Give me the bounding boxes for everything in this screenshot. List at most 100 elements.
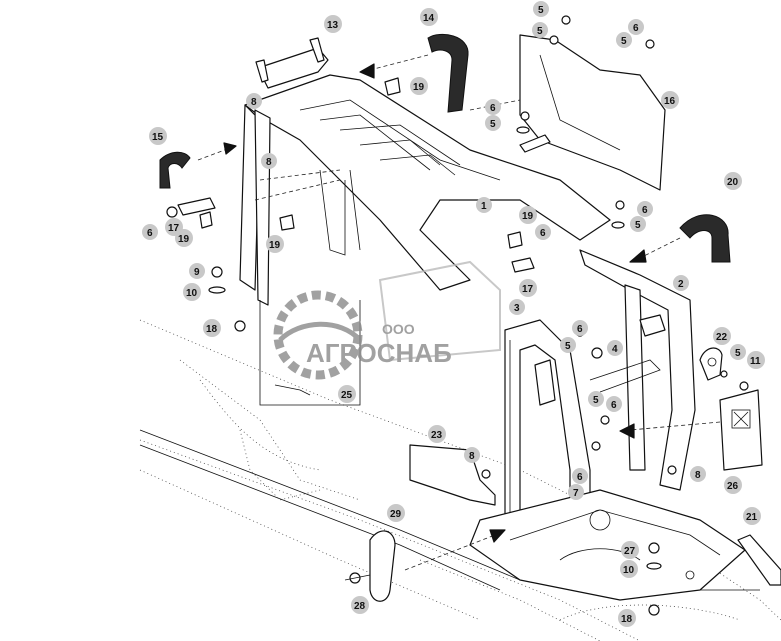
svg-text:8: 8 (266, 157, 272, 168)
svg-text:8: 8 (251, 97, 257, 108)
callout-5d: 5 (485, 115, 501, 131)
hose-14 (427, 33, 469, 113)
callout-8c: 8 (464, 447, 480, 463)
watermark-prefix: ООО (382, 321, 415, 337)
callout-6e: 6 (142, 224, 158, 240)
callout-5g: 5 (730, 344, 746, 360)
callout-5a: 5 (533, 1, 549, 17)
callout-5f: 5 (560, 337, 576, 353)
bracket-22 (699, 347, 723, 381)
svg-text:25: 25 (341, 390, 353, 401)
svg-text:7: 7 (573, 488, 579, 499)
callout-2: 2 (673, 275, 689, 291)
svg-text:21: 21 (746, 512, 758, 523)
callout-5c: 5 (616, 32, 632, 48)
svg-text:9: 9 (194, 267, 200, 278)
svg-text:8: 8 (695, 470, 701, 481)
svg-text:6: 6 (633, 23, 639, 34)
svg-text:6: 6 (540, 228, 546, 239)
callout-4: 4 (607, 340, 623, 356)
handle-29 (344, 530, 396, 602)
svg-text:19: 19 (178, 234, 190, 245)
svg-text:5: 5 (537, 26, 543, 37)
hose-15 (159, 151, 191, 189)
svg-text:19: 19 (269, 240, 281, 251)
fasteners (166, 15, 749, 616)
chassis-outline (139, 319, 781, 641)
svg-text:6: 6 (611, 400, 617, 411)
svg-text:20: 20 (727, 177, 739, 188)
callout-13: 13 (324, 15, 342, 33)
svg-text:27: 27 (624, 546, 636, 557)
callout-11: 11 (747, 351, 765, 369)
callout-5h: 5 (588, 391, 604, 407)
callout-28: 28 (351, 596, 369, 614)
callout-6g: 6 (606, 396, 622, 412)
svg-text:26: 26 (727, 481, 739, 492)
svg-text:10: 10 (186, 288, 198, 299)
svg-text:13: 13 (327, 20, 339, 31)
inset-25 (259, 300, 361, 406)
watermark-brand: АГРОСНАБ (306, 338, 452, 368)
callout-19c: 19 (175, 229, 193, 247)
callout-5b: 5 (532, 22, 548, 38)
svg-text:5: 5 (565, 341, 571, 352)
callout-26: 26 (724, 476, 742, 494)
svg-text:5: 5 (538, 5, 544, 16)
callout-10b: 10 (620, 560, 638, 578)
svg-text:5: 5 (593, 395, 599, 406)
callout-6h: 6 (572, 468, 588, 484)
svg-text:17: 17 (168, 223, 180, 234)
strip-21 (737, 534, 781, 586)
svg-text:1: 1 (481, 201, 487, 212)
svg-text:18: 18 (621, 614, 633, 625)
svg-text:23: 23 (431, 430, 443, 441)
callout-29: 29 (387, 504, 405, 522)
callout-20: 20 (724, 172, 742, 190)
callout-6f: 6 (572, 320, 588, 336)
svg-text:3: 3 (514, 303, 520, 314)
callout-9: 9 (189, 263, 205, 279)
svg-text:6: 6 (642, 205, 648, 216)
svg-text:2: 2 (678, 279, 684, 290)
svg-text:5: 5 (490, 119, 496, 130)
bracket-13 (255, 37, 329, 89)
plate-26 (719, 389, 763, 471)
svg-text:16: 16 (664, 96, 676, 107)
svg-text:29: 29 (390, 509, 402, 520)
svg-text:5: 5 (635, 220, 641, 231)
callout-27: 27 (621, 541, 639, 559)
svg-text:6: 6 (147, 228, 153, 239)
callout-17b: 17 (519, 279, 537, 297)
callout-14: 14 (420, 8, 438, 26)
rops-top-frame (239, 74, 611, 306)
callout-22: 22 (713, 327, 731, 345)
svg-text:14: 14 (423, 13, 435, 24)
svg-text:4: 4 (612, 344, 618, 355)
svg-text:6: 6 (490, 103, 496, 114)
callouts: 13 14 5 6 5 5 8 19 6 5 16 15 8 20 1 6 5 … (142, 1, 765, 627)
floor-plate (469, 489, 746, 601)
callout-25: 25 (338, 385, 356, 403)
svg-text:28: 28 (354, 601, 366, 612)
callout-5e: 5 (630, 216, 646, 232)
svg-text:10: 10 (623, 565, 635, 576)
callout-7: 7 (568, 484, 584, 500)
callout-16: 16 (661, 91, 679, 109)
svg-text:19: 19 (522, 211, 534, 222)
direction-arrows (197, 54, 721, 571)
rear-frame (504, 249, 696, 566)
callout-23: 23 (428, 425, 446, 443)
callout-6a: 6 (628, 19, 644, 35)
callout-21: 21 (743, 507, 761, 525)
callout-19d: 19 (266, 235, 284, 253)
svg-text:22: 22 (716, 332, 728, 343)
callout-10a: 10 (183, 283, 201, 301)
svg-text:8: 8 (469, 451, 475, 462)
callout-6d: 6 (535, 224, 551, 240)
callout-15: 15 (149, 127, 167, 145)
svg-text:6: 6 (577, 472, 583, 483)
callout-19a: 19 (410, 77, 428, 95)
callout-8a: 8 (246, 93, 262, 109)
hose-20 (679, 214, 731, 263)
